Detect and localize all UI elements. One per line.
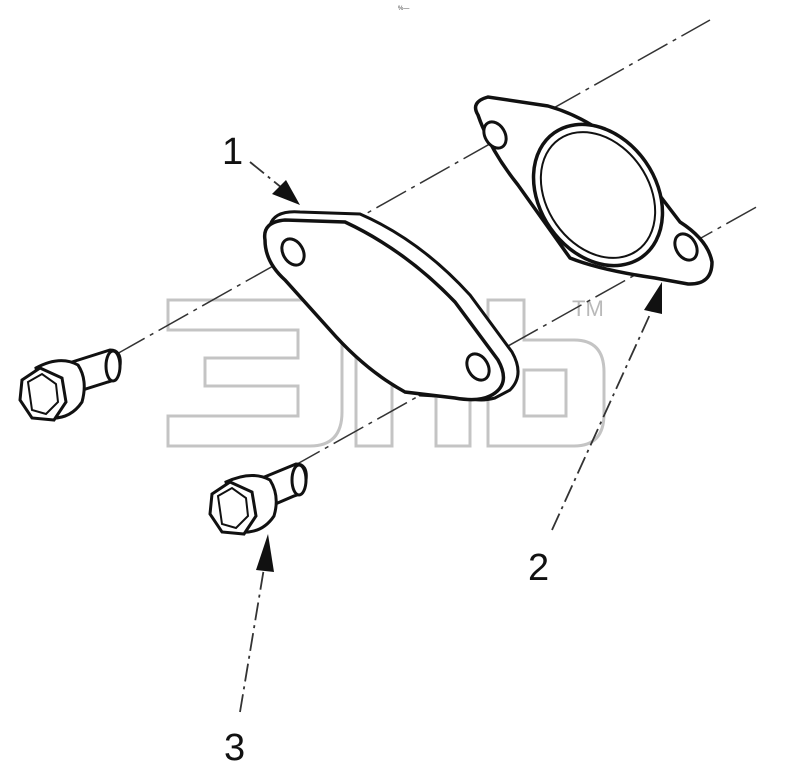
gasket-hole-left [482,120,508,150]
flange-bolt [208,462,308,536]
blanking-plate [262,210,520,402]
plate-face [262,218,506,402]
watermark-tm: TM [572,296,604,321]
arrow-2 [644,282,662,314]
plate-hole-top [280,237,306,267]
callout-3: 3 [224,727,245,769]
leader-arrows [256,180,662,572]
watermark-letter-1 [166,298,344,448]
lower-axis [289,204,761,469]
callout-2: 2 [528,547,549,589]
header-mark: %— [398,6,409,12]
leader-2 [551,309,653,531]
arrow-1 [272,180,300,205]
arrow-3 [256,534,274,572]
leaders [239,161,653,713]
flange-bolt-upper [18,348,122,422]
bolt-shank-end [290,463,308,497]
bolt-head-face [216,486,250,530]
gasket [473,95,714,286]
callout-1: 1 [222,131,243,173]
bolt-head-face [26,372,60,416]
center-lines [114,19,761,469]
gasket-hole-right [673,232,699,262]
plate-hole-bottom [465,352,491,382]
leader-3 [239,567,265,713]
upper-axis [114,19,711,356]
bolt-shank-end [104,349,122,383]
gasket-bore-inner [539,131,657,259]
watermark-letter-3 [486,298,606,448]
leader-1 [249,161,283,189]
